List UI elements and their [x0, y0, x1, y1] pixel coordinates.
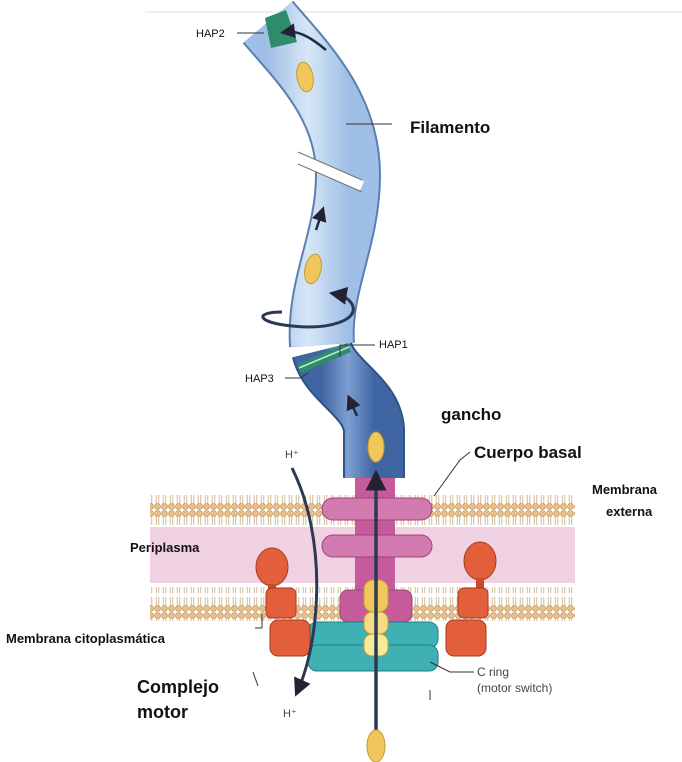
- label-hap1: HAP1: [379, 339, 408, 351]
- flagellin-subunit: [368, 432, 384, 462]
- leader-complejo: [253, 672, 258, 686]
- label-gancho: gancho: [441, 405, 501, 424]
- label-membrana-citoplasmatica: Membrana citoplasmática: [6, 631, 166, 646]
- label-motor-switch: (motor switch): [477, 681, 552, 695]
- label-h-plus-bottom: H⁺: [283, 708, 297, 720]
- hook: [322, 350, 374, 478]
- flagellin-subunit: [367, 730, 385, 762]
- label-hap2: HAP2: [196, 28, 225, 40]
- label-cuerpo-basal: Cuerpo basal: [474, 443, 582, 462]
- label-periplasma: Periplasma: [130, 540, 200, 555]
- label-filamento: Filamento: [410, 118, 490, 137]
- label-complejo: Complejo: [137, 677, 219, 697]
- label-c-ring: C ring: [477, 665, 509, 679]
- label-motor: motor: [137, 702, 188, 722]
- label-membrana-externa-2: externa: [606, 504, 653, 519]
- label-membrana-externa-1: Membrana: [592, 482, 658, 497]
- leader-cuerpo-basal: [434, 452, 470, 496]
- label-h-plus-top: H⁺: [285, 449, 299, 461]
- label-hap3: HAP3: [245, 373, 274, 385]
